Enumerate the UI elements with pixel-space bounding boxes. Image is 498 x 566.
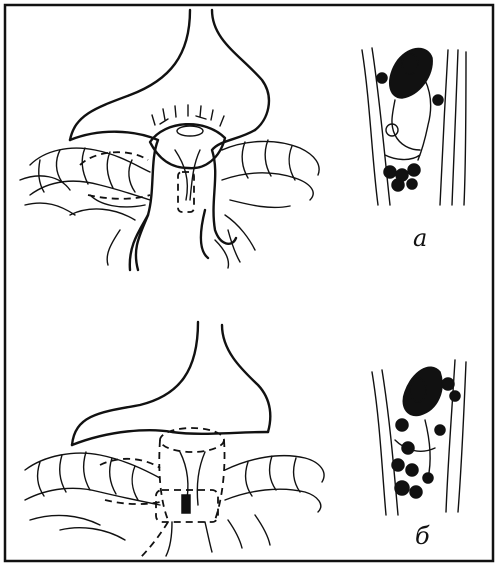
intestine-segments-top-left: [20, 148, 150, 220]
intestine-segments-bottom-right: [225, 456, 324, 548]
papilla-solid-bottom: [182, 495, 190, 513]
caption-b: б: [415, 522, 430, 550]
stomach-outline-bottom: [72, 322, 270, 445]
intestine-segments-bottom-left: [25, 452, 160, 540]
stomach-outline-top: [70, 10, 269, 140]
papilla-dashed-top: [178, 172, 194, 212]
caption-a: а: [413, 224, 427, 252]
sutures-top: [152, 105, 224, 126]
duodenum-limb-thin-top: [107, 230, 228, 268]
panel-bottom-main-drawing: [25, 322, 324, 558]
duodenum-limb-bottom: [166, 522, 212, 556]
anastomosis-ring-bottom: [160, 428, 224, 452]
inset-b-gallbladder: [403, 367, 442, 415]
stomach-base-bottom: [72, 430, 268, 445]
resection-dashed-bottom: [100, 459, 160, 504]
drain-dashed-bottom: [140, 522, 168, 558]
intestine-segments-top-right: [222, 140, 319, 262]
inset-a-drawing: [362, 48, 466, 205]
inset-b-drawing: [372, 360, 466, 515]
anastomosis-opening-top: [177, 126, 203, 136]
panel-top-main-drawing: [20, 10, 319, 270]
resection-dashed-top: [80, 152, 150, 199]
duodenum-limb-right-top: [201, 210, 208, 258]
